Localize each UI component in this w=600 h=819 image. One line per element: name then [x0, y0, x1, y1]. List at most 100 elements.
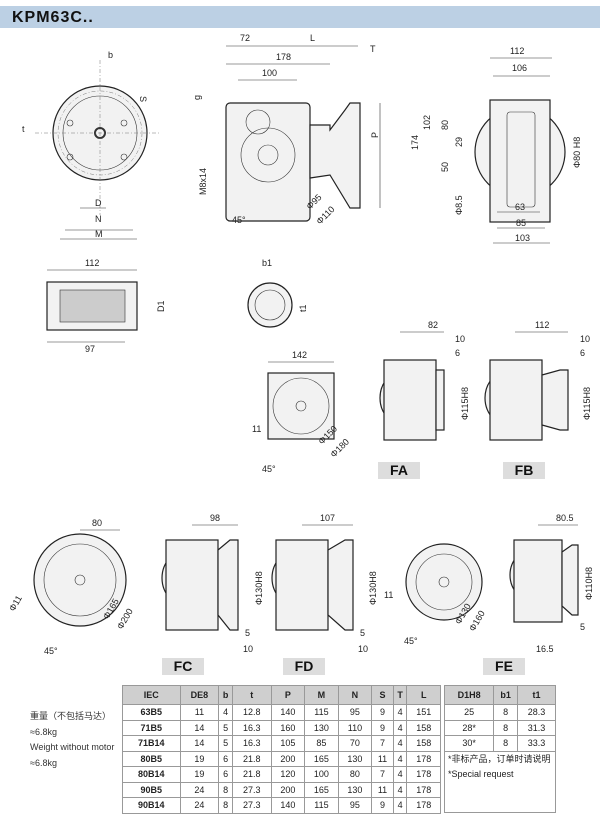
table-cell: 80: [337, 766, 373, 783]
svg-text:97: 97: [85, 344, 95, 354]
table-cell: 4: [392, 735, 408, 752]
svg-text:t: t: [22, 124, 25, 134]
svg-text:63: 63: [515, 202, 525, 212]
svg-text:29: 29: [454, 137, 464, 147]
table-cell: 11: [179, 704, 220, 721]
table-cell: 4: [392, 797, 408, 814]
fb-label: FB: [503, 462, 545, 479]
table-cell: 200: [270, 750, 306, 767]
svg-text:45°: 45°: [262, 464, 276, 474]
fd-view: 107 Φ130H8 5 10: [271, 513, 378, 654]
fa-label: FA: [378, 462, 420, 479]
hollow-shaft-view: 112 97 D1: [46, 258, 166, 354]
svg-text:5: 5: [360, 628, 365, 638]
svg-text:72: 72: [240, 33, 250, 43]
table-cell: 100: [304, 766, 339, 783]
table-cell: 85: [304, 735, 339, 752]
svg-text:T: T: [370, 44, 376, 54]
svg-text:142: 142: [292, 350, 307, 360]
table-cell: 27.3: [231, 781, 272, 798]
table-cell: 31.3: [516, 719, 557, 736]
table-cell: 110: [337, 719, 373, 736]
svg-text:10: 10: [455, 334, 465, 344]
table-cell: 178: [406, 797, 441, 814]
table-cell: 11: [371, 781, 394, 798]
table-cell: 21.8: [231, 766, 272, 783]
weight-cn: 重量（不包括马达）: [30, 711, 112, 721]
technical-drawings: b S t D N M 72 L 178 T 100 g M8x14 Φ95 Φ…: [7, 33, 594, 656]
column-header: S: [371, 685, 394, 705]
svg-text:85: 85: [516, 218, 526, 228]
svg-text:Φ115H8: Φ115H8: [460, 387, 470, 420]
table-cell: 14: [179, 735, 220, 752]
table-cell: 33.3: [516, 735, 557, 752]
svg-text:D1: D1: [156, 300, 166, 312]
fb-view: 112 10 6 Φ115H8: [484, 320, 592, 441]
svg-text:Φ130H8: Φ130H8: [368, 571, 378, 605]
table-cell: 11: [371, 750, 394, 767]
table-cell: 130: [304, 719, 339, 736]
svg-text:112: 112: [535, 320, 549, 330]
svg-text:N: N: [95, 214, 102, 224]
svg-text:112: 112: [510, 46, 524, 56]
keyway-section: b1 t1: [247, 258, 308, 328]
svg-text:50: 50: [440, 162, 450, 172]
table-cell: 178: [406, 750, 441, 767]
svg-text:10: 10: [358, 644, 368, 654]
svg-text:Φ110: Φ110: [314, 204, 336, 226]
table-cell: 63B5: [122, 704, 181, 721]
table-cell: 7: [371, 735, 394, 752]
svg-text:80: 80: [92, 518, 102, 528]
svg-text:6: 6: [580, 348, 585, 358]
svg-text:Φ130H8: Φ130H8: [254, 571, 264, 605]
table-cell: 151: [406, 704, 441, 721]
fe-label: FE: [483, 658, 525, 675]
svg-text:L: L: [310, 33, 315, 43]
table-cell: 95: [337, 704, 373, 721]
column-header: N: [337, 685, 373, 705]
table-cell: 105: [270, 735, 306, 752]
svg-text:103: 103: [515, 233, 530, 243]
fd-label: FD: [283, 658, 325, 675]
table-cell: 80B5: [122, 750, 181, 767]
svg-text:102: 102: [422, 115, 432, 130]
table-cell: 8: [493, 719, 518, 736]
table-cell: 6: [218, 750, 233, 767]
svg-text:5: 5: [580, 622, 585, 632]
note-en: *Special request: [448, 768, 514, 779]
table-cell: 140: [270, 797, 306, 814]
table-cell: 12.8: [231, 704, 272, 721]
table-cell: 28.3: [516, 704, 557, 721]
svg-text:178: 178: [276, 52, 291, 62]
column-header: T: [392, 685, 408, 705]
svg-text:P: P: [370, 132, 380, 138]
fa-view: 82 10 6 Φ115H8: [379, 320, 470, 441]
svg-text:45°: 45°: [44, 646, 58, 656]
front-flange-view: b S t D N M: [22, 50, 160, 240]
table-cell: 200: [270, 781, 306, 798]
table-cell: 130: [337, 750, 373, 767]
svg-text:107: 107: [320, 513, 335, 523]
table-cell: 158: [406, 719, 441, 736]
side-view: 72 L 178 T 100 g M8x14 Φ95 Φ110 45° P: [192, 33, 381, 226]
table-cell: 160: [270, 719, 306, 736]
svg-text:80.5: 80.5: [556, 513, 574, 523]
table-cell: 80B14: [122, 766, 181, 783]
svg-text:45°: 45°: [232, 215, 246, 225]
table-cell: 165: [304, 750, 339, 767]
table-cell: 19: [179, 766, 220, 783]
svg-text:100: 100: [262, 68, 277, 78]
special-request-note: *非标产品，订单时请说明*Special request: [444, 751, 556, 813]
table-cell: 4: [392, 750, 408, 767]
table-cell: 8: [493, 735, 518, 752]
table-cell: 9: [371, 704, 394, 721]
weight-en-value: ≈6.8kg: [30, 757, 57, 768]
